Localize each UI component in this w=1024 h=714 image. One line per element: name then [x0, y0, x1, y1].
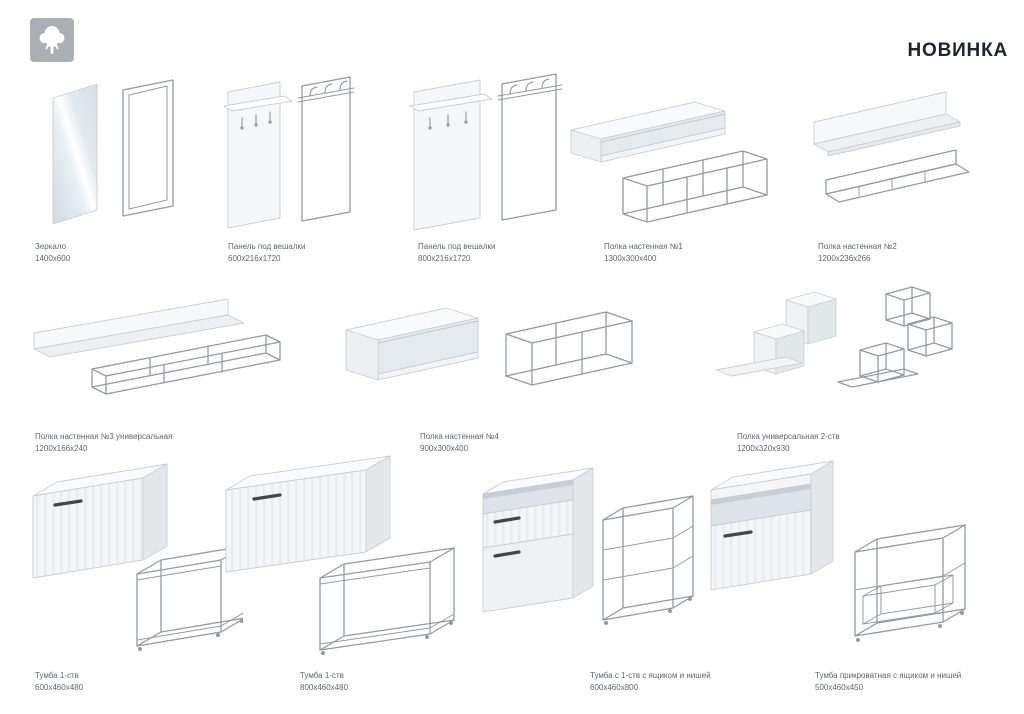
product-dims: 600x460x800 — [590, 683, 639, 692]
product-name: Полка настенная №4 — [420, 432, 499, 441]
hanger-panel-800-illustration — [409, 73, 563, 231]
product-dims: 900x300x400 — [420, 444, 469, 453]
product-name: Полка настенная №1 — [604, 242, 683, 251]
product-name: Тумба с 1-ств с ящиком и нишей — [590, 671, 711, 680]
brand-logo — [30, 18, 74, 62]
cabinet-niche-illustration — [482, 467, 694, 625]
product-name: Тумба 1-ств — [300, 671, 344, 680]
universal-shelf-illustration — [715, 286, 953, 388]
product-label: Полка настенная №4 900x300x400 — [420, 431, 499, 455]
new-badge: НОВИНКА — [907, 40, 1008, 61]
product-name: Тумба 1-ств — [35, 671, 79, 680]
cabinet-800-illustration — [225, 455, 455, 655]
product-label: Тумба 1-ств 600x460x480 — [35, 670, 83, 694]
product-dims: 1200x320x930 — [737, 444, 790, 453]
product-dims: 1200x166x240 — [35, 444, 88, 453]
product-dims: 1200x236x266 — [818, 254, 871, 263]
product-label: Полка настенная №2 1200x236x266 — [818, 241, 897, 265]
product-label: Тумба прикроватная с ящиком и нишей 500x… — [815, 670, 961, 694]
product-dims: 800x460x480 — [300, 683, 349, 692]
wall-shelf-3-illustration — [33, 298, 281, 395]
product-label: Полка настенная №1 1300x300x400 — [604, 241, 683, 265]
product-label: Полка настенная №3 универсальная 1200x16… — [35, 431, 172, 455]
tree-icon — [30, 18, 74, 62]
product-name: Полка настенная №2 — [818, 242, 897, 251]
product-dims: 1300x300x400 — [604, 254, 657, 263]
wall-shelf-1-illustration — [570, 101, 768, 223]
bedside-cabinet-illustration — [710, 460, 966, 642]
mirror-illustration — [52, 79, 174, 225]
product-dims: 800x216x1720 — [418, 254, 471, 263]
product-dims: 600x460x480 — [35, 683, 84, 692]
cabinet-600-illustration — [32, 463, 243, 651]
product-dims: 500x460x450 — [815, 683, 864, 692]
product-label: Полка универсальная 2-ств 1200x320x930 — [737, 431, 840, 455]
product-name: Тумба прикроватная с ящиком и нишей — [815, 671, 962, 680]
product-label: Панель под вешалки 600x216x1720 — [228, 241, 305, 265]
product-name: Полка универсальная 2-ств — [737, 432, 840, 441]
product-name: Зеркало — [35, 242, 67, 251]
product-dims: 1400x600 — [35, 254, 71, 263]
wall-shelf-2-illustration — [813, 91, 970, 203]
product-name: Панель под вешалки — [228, 242, 306, 251]
hanger-panel-600-illustration — [223, 76, 355, 229]
product-name: Панель под вешалки — [418, 242, 496, 251]
product-label: Тумба 1-ств 800x460x480 — [300, 670, 348, 694]
product-dims: 600x216x1720 — [228, 254, 281, 263]
product-label: Зеркало 1400x600 — [35, 241, 70, 265]
wall-shelf-4-illustration — [345, 307, 633, 386]
product-label: Тумба с 1-ств с ящиком и нишей 600x460x8… — [590, 670, 711, 694]
product-name: Полка настенная №3 универсальная — [35, 432, 173, 441]
product-label: Панель под вешалки 800x216x1720 — [418, 241, 495, 265]
